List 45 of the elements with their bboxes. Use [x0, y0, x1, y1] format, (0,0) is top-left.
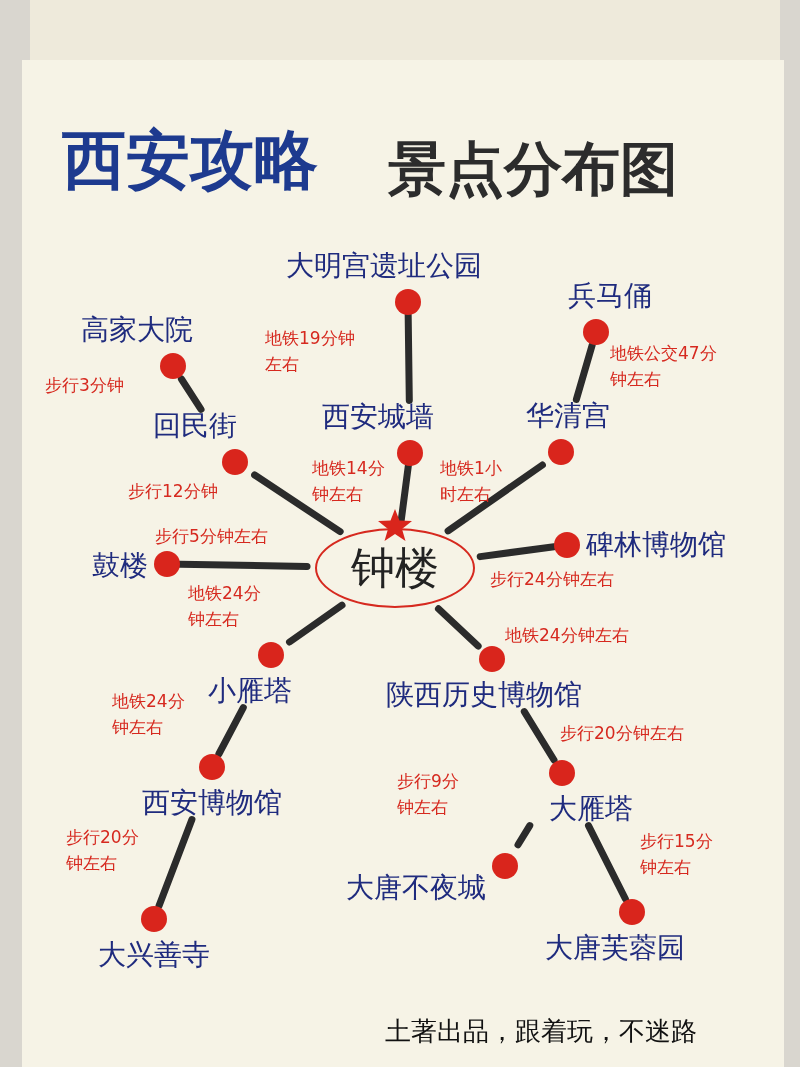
landmark-name: 大唐不夜城 [346, 871, 486, 905]
edge-label: 步行15分钟左右 [640, 830, 714, 880]
landmark-name: 西安博物馆 [142, 786, 282, 820]
title: 景点分布图 [388, 138, 678, 202]
edge-label: 步行20分钟左右 [560, 722, 684, 745]
landmark-name: 钟楼 [351, 546, 439, 590]
landmark-name: 小雁塔 [208, 674, 292, 708]
edge-label: 步行20分钟左右 [66, 826, 140, 876]
edge-label: 地铁1小时左右 [440, 457, 503, 507]
edge-label: 地铁14分钟左右 [312, 457, 386, 507]
connector-line [251, 471, 344, 536]
connector-line [286, 601, 346, 646]
landmark-name: 陕西历史博物馆 [386, 678, 582, 712]
connector-line [514, 822, 534, 849]
edge-label: 步行24分钟左右 [490, 568, 614, 591]
connector-line [585, 822, 629, 903]
edge-label: 步行5分钟左右 [155, 525, 268, 548]
connector-line [444, 461, 546, 535]
landmark-name: 西安城墙 [322, 400, 434, 434]
landmark-name: 兵马俑 [568, 279, 652, 313]
edge-label: 地铁24分钟左右 [188, 582, 262, 632]
landmark-name: 鼓楼 [92, 549, 148, 583]
connector-line [572, 341, 596, 403]
edge-label: 步行12分钟 [128, 480, 218, 503]
edge-label: 步行9分钟左右 [397, 770, 460, 820]
landmark-name: 高家大院 [81, 313, 193, 347]
landmark-name: 大明宫遗址公园 [286, 249, 482, 283]
landmark-name: 华清宫 [526, 399, 610, 433]
footer-note: 土著出品，跟着玩，不迷路 [385, 1015, 697, 1048]
landmark-name: 大唐芙蓉园 [545, 931, 685, 965]
edge-label: 地铁24分钟左右 [112, 690, 186, 740]
landmark-name: 大兴善寺 [98, 938, 210, 972]
connector-line [520, 708, 558, 764]
connector-line [215, 704, 247, 758]
edge-label: 地铁公交47分钟左右 [610, 342, 718, 392]
edge-label: 地铁24分钟左右 [505, 624, 629, 647]
title: 西安攻略 [62, 125, 318, 196]
connector-line [177, 375, 205, 413]
landmark-name: 回民街 [153, 409, 237, 443]
landmark-name: 大雁塔 [549, 792, 633, 826]
connector-line [155, 816, 196, 910]
edge-label: 步行3分钟 [45, 374, 124, 397]
connector-line [434, 605, 482, 650]
landmark-name: 碑林博物馆 [586, 528, 726, 562]
edge-label: 地铁19分钟左右 [265, 327, 356, 377]
